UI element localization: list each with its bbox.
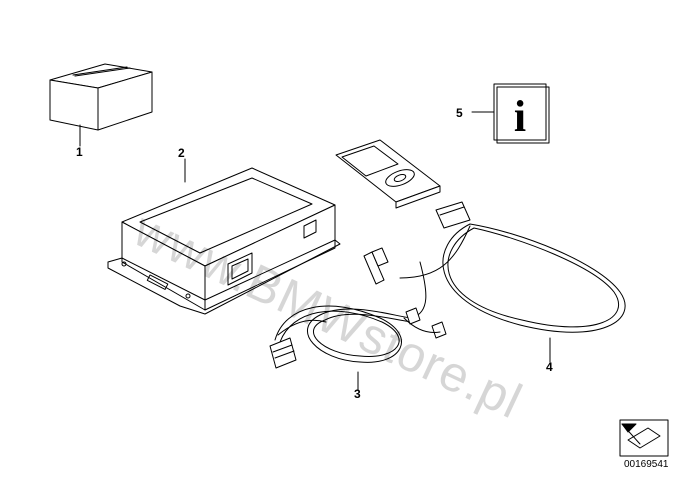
orientation-arrow-icon bbox=[619, 419, 669, 457]
ipod-device-illustration bbox=[335, 139, 441, 209]
part-2-control-unit bbox=[107, 158, 341, 315]
info-icon: i bbox=[514, 92, 526, 141]
callout-1: 1 bbox=[76, 145, 83, 159]
callout-2: 2 bbox=[178, 146, 185, 160]
part-5-info-sheet: i bbox=[471, 83, 550, 144]
part-4-ipod-cable bbox=[399, 201, 626, 363]
callout-5: 5 bbox=[456, 106, 463, 120]
callout-3: 3 bbox=[354, 387, 361, 401]
callout-4: 4 bbox=[546, 360, 553, 374]
reference-number: 00169541 bbox=[624, 459, 669, 470]
part-1-package-box bbox=[49, 63, 153, 147]
part-3-wiring-harness bbox=[269, 247, 447, 391]
